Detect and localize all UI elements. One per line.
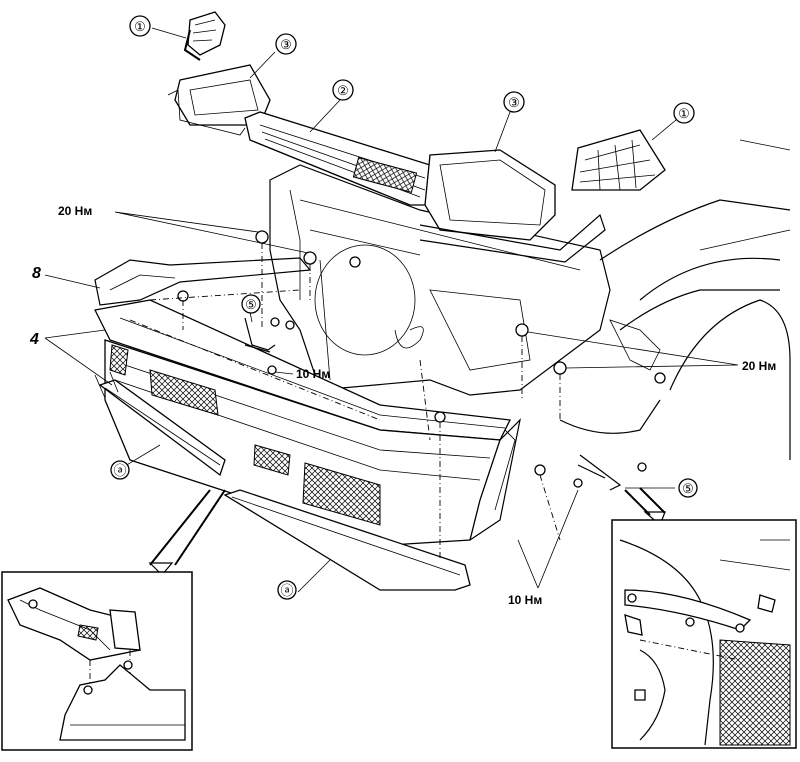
callout-bumper-cover: 4 [29,331,39,348]
grille [244,111,441,206]
torque-upper-left: 20 Нм [58,204,92,218]
callout-circle-1-right [673,102,695,124]
callout-bracket-left: ⑤ [245,297,257,312]
torque-bracket-left: 10 Нм [296,367,330,381]
callout-circle-5-right [678,478,698,498]
spoiler-lower [223,489,471,591]
callout-labels: ① ③ ② ③ ① ⑤ ⑤ ⓐ ⓐ 8 4 20 Нм 10 Нм 20 Нм … [29,15,776,607]
spoiler-upper [94,371,226,477]
bumper-cover [94,299,521,546]
callout-circle-1-left [129,15,151,37]
fender-right [559,139,791,460]
bracket-left [244,317,280,375]
callout-spoiler-lower: ⓐ [280,583,293,598]
callout-circle-5-left [241,294,261,314]
callout-headlamp-left: ③ [280,37,292,52]
inset-spoiler-detail [1,489,226,751]
headlamp-right [419,149,606,263]
callout-circle-3-right [503,91,525,113]
callout-grille: ② [337,83,349,98]
callout-circle-2 [332,79,354,101]
callout-headlamp-right: ③ [508,95,520,110]
callout-circle-a-upper [110,460,130,480]
torque-right-side: 20 Нм [742,359,776,373]
inset-bracket-detail [611,487,797,749]
callout-turn-signal-right: ① [678,106,690,121]
callout-circle-a-lower [277,580,297,600]
headlamp-left [167,64,271,136]
torque-bracket-right: 10 Нм [508,593,542,607]
leader-lines [44,27,739,593]
turn-signal-right [571,129,666,191]
turn-signal-left [183,11,226,61]
fasteners [177,230,666,476]
callout-spoiler-upper: ⓐ [113,463,126,478]
callout-circle-3-left [275,33,297,55]
assembly-lines [129,243,561,560]
callout-bumper-absorber: 8 [32,265,41,282]
bracket-right [573,454,647,491]
callout-bracket-right: ⑤ [682,481,694,496]
callout-turn-signal-left: ① [134,19,146,34]
bumper-absorber [94,257,312,306]
